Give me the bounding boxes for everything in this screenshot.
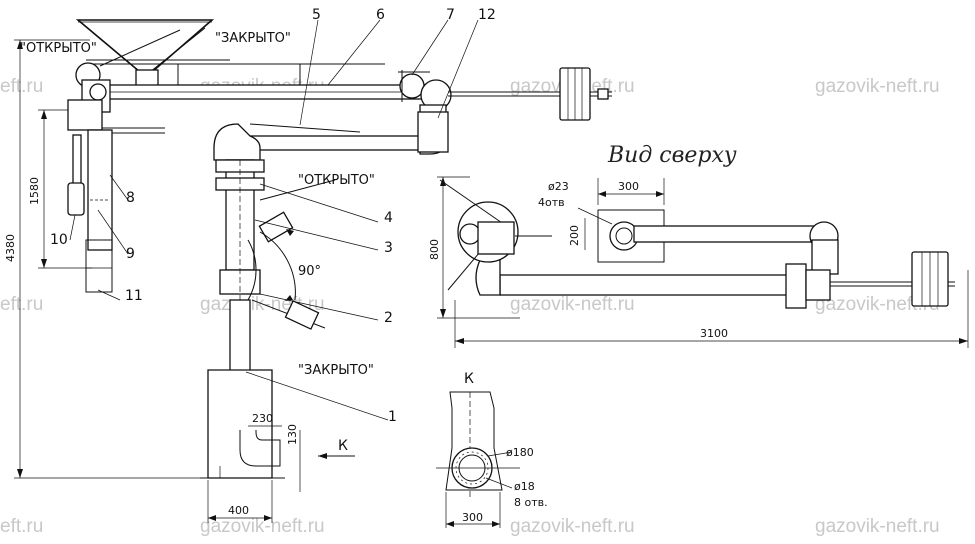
dim-plan-3100: 3100 (700, 327, 728, 340)
dim-plan-300: 300 (618, 180, 639, 193)
callout-2: 2 (384, 310, 393, 326)
callout-6: 6 (376, 7, 385, 23)
dim-holes-4: 4отв (538, 196, 565, 209)
view-k: К ø180 ø18 8 отв. 300 (436, 371, 548, 528)
label-angle: 90° (298, 264, 321, 279)
dim-base-400: 400 (228, 504, 249, 517)
dim-offset-230: 230 (252, 412, 273, 425)
callout-7: 7 (446, 7, 455, 23)
dim-k-300: 300 (462, 511, 483, 524)
watermark-bottom-2: gazovik-neft.ru (510, 516, 635, 537)
side-view: 4380 1580 "ОТКРЫТО" "ЗАКРЫТО" (4, 19, 612, 523)
top-view: Вид сверху 300 ø23 4отв 200 (428, 143, 969, 348)
label-view-top: Вид сверху (607, 143, 737, 168)
dim-k-holes-8: 8 отв. (514, 496, 548, 509)
callout-9: 9 (126, 246, 135, 262)
dim-k-d18: ø18 (514, 480, 535, 493)
callout-10: 10 (50, 232, 68, 248)
dim-plan-800: 800 (428, 239, 441, 260)
callout-1: 1 (388, 409, 397, 425)
callout-12: 12 (478, 7, 496, 23)
label-closed-top: "ЗАКРЫТО" (215, 31, 291, 46)
callout-11: 11 (125, 288, 143, 304)
callout-8: 8 (126, 190, 135, 206)
dim-height-total: 4380 (4, 234, 17, 262)
watermark-mid-3: gazovik-neft.ru (815, 294, 940, 315)
label-open-mid: "ОТКРЫТО" (298, 173, 375, 188)
dim-hole-d23: ø23 (548, 180, 569, 193)
callout-5: 5 (312, 7, 321, 23)
label-view-k: К (464, 371, 474, 387)
watermark-bottom-1: gazovik-neft.ru (200, 516, 325, 537)
dim-offset-130: 130 (286, 424, 299, 445)
watermark-left-top: eft.ru (0, 76, 43, 97)
callout-4: 4 (384, 210, 393, 226)
watermarks: eft.ru gazovik-neft.ru gazovik-neft.ru g… (0, 76, 940, 537)
dim-k-d180: ø180 (506, 446, 534, 459)
watermark-mid-2: gazovik-neft.ru (510, 294, 635, 315)
watermark-top-3: gazovik-neft.ru (815, 76, 940, 97)
watermark-left-mid: eft.ru (0, 294, 43, 315)
label-open-top: "ОТКРЫТО" (20, 41, 97, 56)
callouts: 5 6 7 12 4 3 2 1 8 9 10 11 (50, 7, 496, 425)
watermark-left-bottom: eft.ru (0, 516, 43, 537)
label-closed-mid: "ЗАКРЫТО" (298, 363, 374, 378)
dim-plan-200: 200 (568, 225, 581, 246)
watermark-bottom-3: gazovik-neft.ru (815, 516, 940, 537)
dim-height-1580: 1580 (28, 177, 41, 205)
label-arrow-k: К (338, 438, 348, 454)
callout-3: 3 (384, 240, 393, 256)
